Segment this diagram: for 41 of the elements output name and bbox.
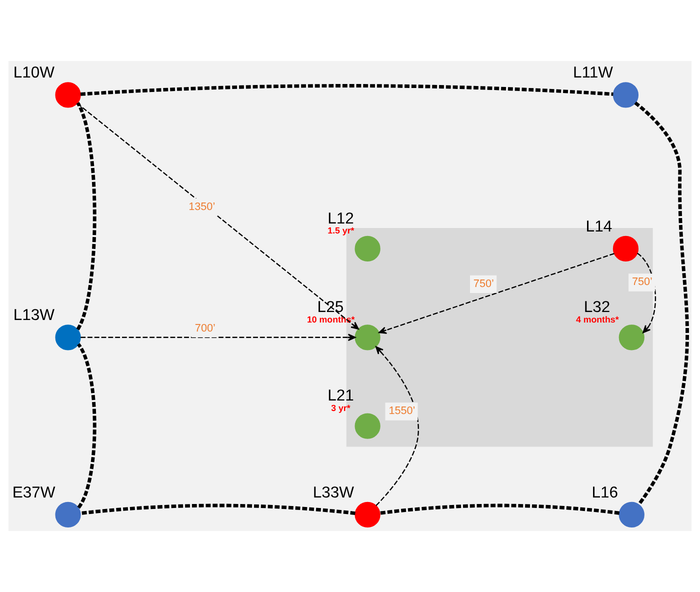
arrow <box>636 252 656 334</box>
connector <box>76 102 96 330</box>
node-circle <box>354 413 380 439</box>
connector <box>80 84 614 96</box>
edge-label: 750’ <box>473 278 494 290</box>
node-label: L33W <box>312 484 354 502</box>
node-label: L21 <box>328 388 354 405</box>
edge-label: 1350’ <box>188 201 216 213</box>
edge-label: 700’ <box>194 322 216 334</box>
node-circle <box>55 324 81 350</box>
node-label: 3 yr* <box>331 402 350 413</box>
edge-label: 750’ <box>632 276 652 288</box>
edge-label: 1550’ <box>388 405 416 418</box>
node-circle <box>354 324 380 350</box>
node-circle <box>612 82 639 108</box>
node-label: L16 <box>592 484 618 502</box>
node-circle <box>55 82 81 108</box>
node-circle <box>354 236 380 262</box>
arrow <box>80 334 356 342</box>
node-label: L10W <box>13 64 54 82</box>
connector <box>380 504 620 515</box>
node-label: 10 months* <box>306 314 355 324</box>
node-label: L12 <box>328 210 354 228</box>
node-circle <box>354 502 380 528</box>
arrow <box>378 252 614 334</box>
connector <box>80 504 356 515</box>
node-label: 1.5 yr* <box>328 226 354 236</box>
arrow <box>76 102 359 330</box>
node-label: E37W <box>12 484 56 502</box>
node-circle <box>618 502 644 528</box>
node-label: L32 <box>584 299 610 316</box>
node-label: L11W <box>573 64 613 82</box>
node-label: L25 <box>317 299 344 316</box>
node-circle <box>55 502 81 528</box>
node-label: L13W <box>13 306 54 324</box>
connector <box>634 101 689 506</box>
node-label: L14 <box>586 218 612 236</box>
node-circle <box>612 236 639 262</box>
connector <box>76 343 96 509</box>
node-label: 4 months* <box>576 314 619 324</box>
node-circle <box>618 324 644 350</box>
